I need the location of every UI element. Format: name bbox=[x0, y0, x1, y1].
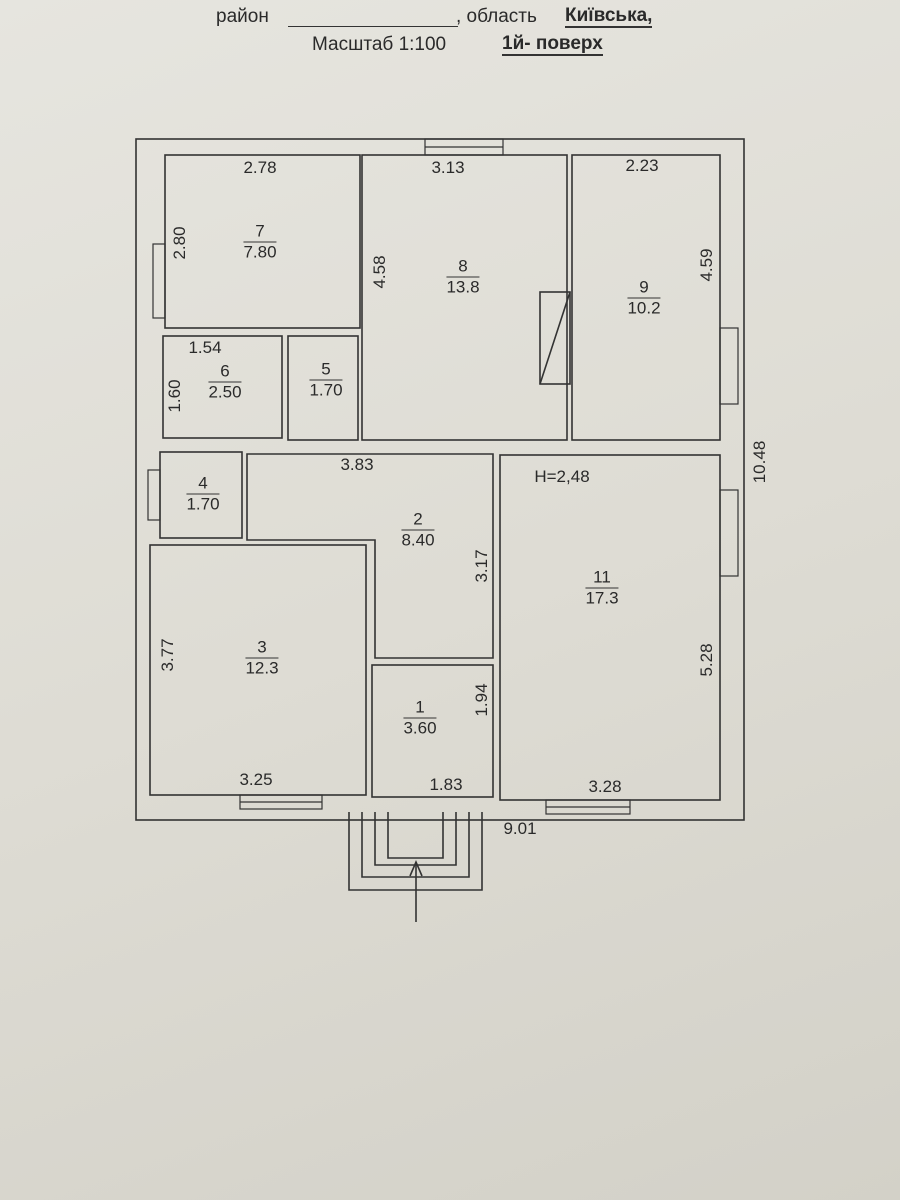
floor-label: 1й- поверх bbox=[502, 33, 603, 56]
dim-room-9-width: 2.23 bbox=[625, 156, 659, 175]
dim-room-2-length: 3.17 bbox=[472, 549, 491, 583]
window bbox=[719, 489, 739, 577]
total-length: 10.48 bbox=[750, 440, 769, 484]
region-label: , область bbox=[456, 6, 537, 27]
window bbox=[152, 243, 166, 319]
dim-room-11-length: 5.28 bbox=[697, 643, 716, 677]
room-1-outline bbox=[371, 664, 494, 798]
dim-room-7-length: 2.80 bbox=[170, 226, 189, 260]
dim-room-8-width: 3.13 bbox=[431, 158, 465, 177]
stove-symbol bbox=[539, 291, 571, 385]
region-value: Київська, bbox=[565, 5, 653, 28]
dim-room-1-width: 1.83 bbox=[429, 775, 463, 794]
dim-room-7-width: 2.78 bbox=[243, 158, 277, 177]
room-11-outline bbox=[499, 454, 721, 801]
room-2-outline bbox=[246, 453, 494, 659]
dim-room-3-width: 3.25 bbox=[239, 770, 273, 789]
scale-label: Масштаб 1:100 bbox=[312, 34, 447, 55]
room-5-outline bbox=[287, 335, 359, 441]
dim-room-2-width: 3.83 bbox=[340, 455, 374, 474]
dim-room-1-length: 1.94 bbox=[472, 683, 491, 717]
district-blank-field bbox=[288, 26, 458, 27]
dim-room-3-length: 3.77 bbox=[158, 638, 177, 672]
dim-room-6-width: 1.54 bbox=[188, 338, 222, 357]
windows bbox=[147, 138, 739, 815]
room-8-outline bbox=[361, 154, 568, 441]
room-9-outline bbox=[571, 154, 721, 441]
dim-room-11-width: 3.28 bbox=[588, 777, 622, 796]
entrance-porch bbox=[348, 812, 483, 922]
window bbox=[147, 469, 161, 521]
dim-room-9-length: 4.59 bbox=[697, 248, 716, 282]
dim-room-6-length: 1.60 bbox=[165, 379, 184, 413]
dim-room-8-length: 4.58 bbox=[370, 255, 389, 289]
district-label: район bbox=[216, 6, 269, 27]
outer-wall bbox=[135, 138, 745, 821]
ceiling-height: H=2,48 bbox=[534, 467, 590, 486]
total-width: 9.01 bbox=[503, 819, 537, 838]
window bbox=[719, 327, 739, 405]
room-6-outline bbox=[162, 335, 283, 439]
room-7-outline bbox=[164, 154, 361, 329]
